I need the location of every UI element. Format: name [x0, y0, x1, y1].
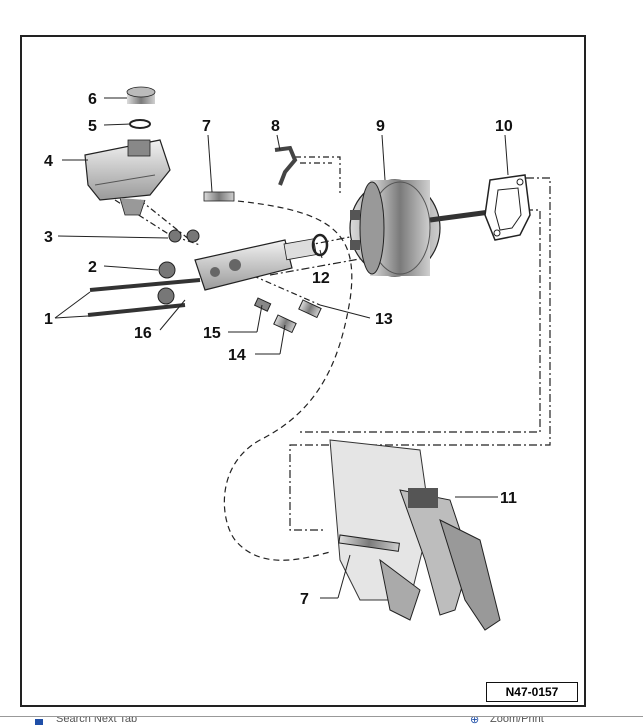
zoom-icon[interactable]: ⊕ — [470, 716, 480, 725]
brake-fluid-reservoir — [84, 139, 171, 216]
callout-11: 11 — [500, 490, 517, 507]
nut-2b — [157, 287, 175, 305]
callout-16: 16 — [134, 325, 152, 342]
callout-4: 4 — [44, 153, 53, 170]
callout-12: 12 — [312, 270, 330, 287]
search-next-tab-link[interactable]: Search Next Tab — [56, 716, 138, 725]
fluid-line-dashed — [223, 199, 353, 561]
fitting-13 — [298, 299, 322, 319]
seal-3a — [168, 229, 182, 243]
callout-15: 15 — [203, 325, 221, 342]
bracket-8 — [274, 145, 298, 186]
callout-13: 13 — [375, 311, 393, 328]
nut-2 — [158, 261, 176, 279]
bolt-1b — [87, 303, 186, 317]
callout-3: 3 — [44, 229, 53, 246]
screw-15 — [253, 297, 272, 312]
blue-square-icon[interactable] — [35, 719, 43, 725]
gasket-10 — [484, 174, 531, 241]
cylinder-axis-2 — [269, 257, 366, 276]
callout-2: 2 — [88, 259, 97, 276]
callout-10: 10 — [495, 118, 513, 135]
callout-9: 9 — [376, 118, 385, 135]
pedal-assembly — [329, 439, 501, 631]
figure-reference-label: N47-0157 — [486, 682, 578, 702]
hose-7 — [203, 191, 235, 202]
callout-5: 5 — [88, 118, 97, 135]
fitting-14 — [273, 314, 297, 334]
pedal-rod-path-2 — [300, 209, 541, 433]
linkage-line — [295, 156, 341, 195]
reservoir-cap — [126, 86, 156, 104]
callout-8: 8 — [271, 118, 280, 135]
callout-6: 6 — [88, 91, 97, 108]
callout-7-top: 7 — [202, 118, 211, 135]
brake-booster — [349, 179, 491, 277]
callout-7-bottom: 7 — [300, 591, 309, 608]
zoom-print-link[interactable]: Zoom/Print — [490, 716, 544, 725]
callout-14: 14 — [228, 347, 246, 364]
master-cylinder — [194, 238, 317, 291]
pedal-rod-path — [289, 177, 551, 531]
sealing-washer — [129, 119, 151, 129]
callout-1: 1 — [44, 311, 53, 328]
seal-3b — [186, 229, 200, 243]
reservoir-line-2 — [139, 199, 191, 241]
o-ring-12 — [311, 233, 329, 257]
bottom-toolbar: Search Next Tab ⊕ Zoom/Print — [0, 716, 643, 725]
bolt-1a — [89, 278, 201, 292]
